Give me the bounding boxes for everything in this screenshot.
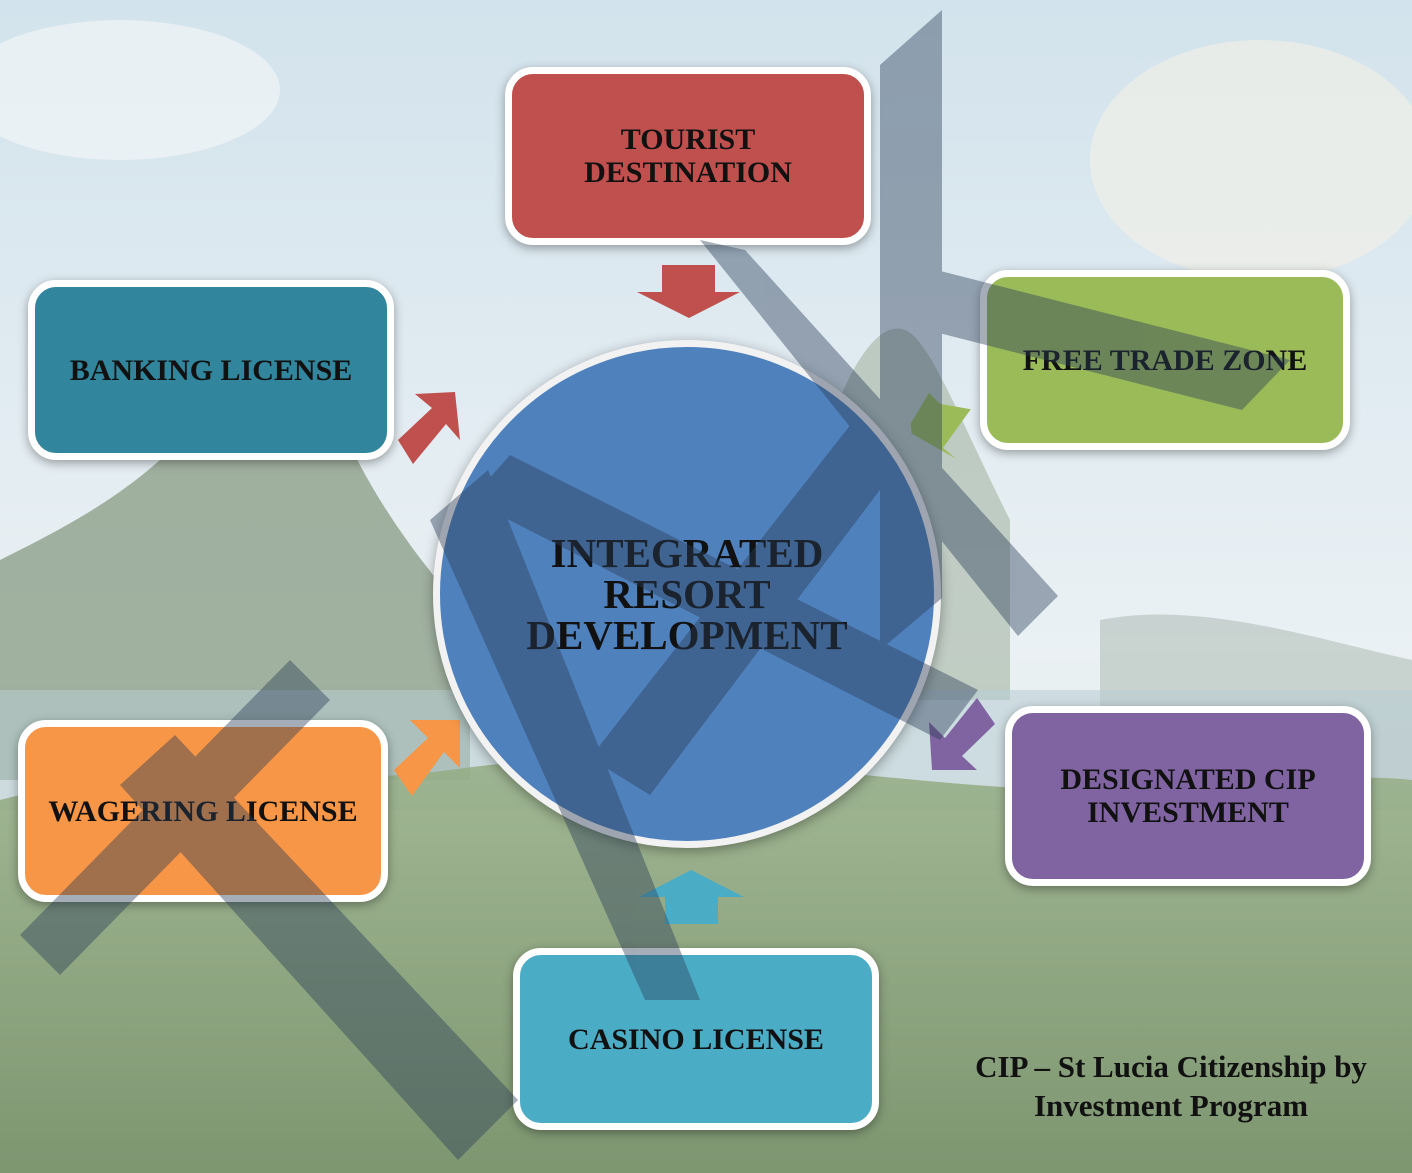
arrow-cip <box>929 698 995 770</box>
node-tourist-label: TOURIST DESTINATION <box>584 123 792 189</box>
node-freetrade-label: FREE TRADE ZONE <box>1022 343 1308 377</box>
node-designated-cip-investment: DESIGNATED CIP INVESTMENT <box>1005 706 1371 886</box>
node-casino-label: CASINO LICENSE <box>568 1022 824 1056</box>
node-free-trade-zone: FREE TRADE ZONE <box>980 270 1350 450</box>
arrow-freetrade <box>910 392 971 459</box>
node-wagering-label: WAGERING LICENSE <box>48 794 358 828</box>
arrow-casino <box>639 870 744 924</box>
footnote-text: CIP – St Lucia Citizenship by Investment… <box>975 1049 1367 1123</box>
arrow-wagering <box>394 720 460 796</box>
node-banking-license: BANKING LICENSE <box>28 280 394 460</box>
arrow-banking <box>398 392 460 464</box>
node-casino-license: CASINO LICENSE <box>513 948 879 1130</box>
center-circle: INTEGRATED RESORT DEVELOPMENT <box>433 340 941 848</box>
arrow-tourist <box>637 265 740 318</box>
footnote: CIP – St Lucia Citizenship by Investment… <box>930 1048 1412 1126</box>
node-tourist-destination: TOURIST DESTINATION <box>505 67 871 245</box>
center-label: INTEGRATED RESORT DEVELOPMENT <box>526 529 848 658</box>
node-wagering-license: WAGERING LICENSE <box>18 720 388 902</box>
node-banking-label: BANKING LICENSE <box>69 353 353 387</box>
node-cip-label: DESIGNATED CIP INVESTMENT <box>1060 763 1316 829</box>
